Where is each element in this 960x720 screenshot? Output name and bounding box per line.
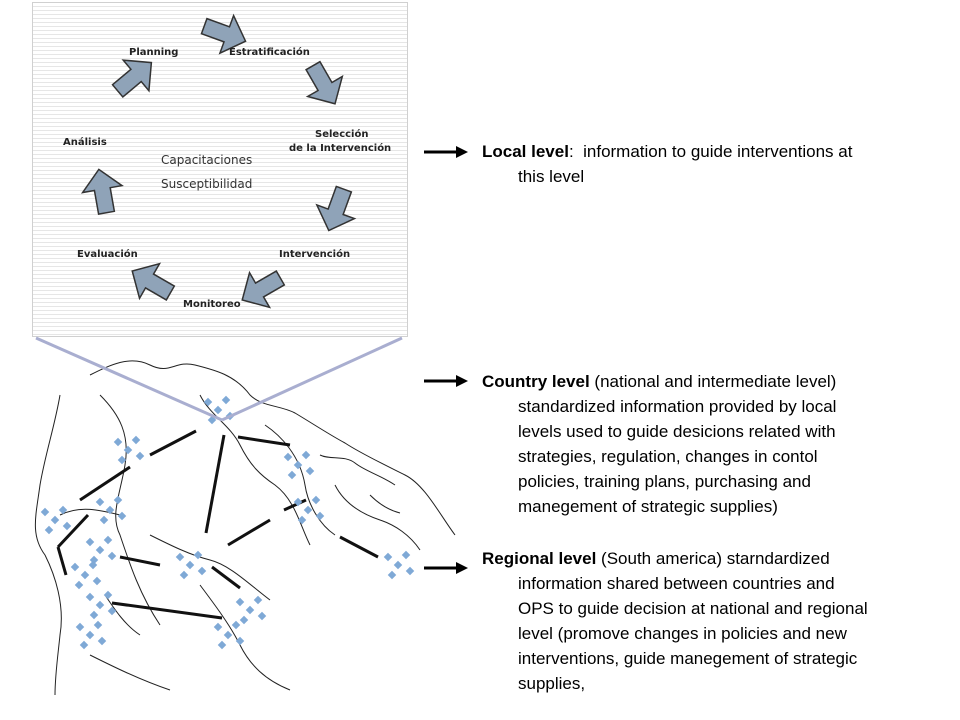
local-level-line2: this level (518, 167, 585, 186)
node-cluster-icon (235, 595, 267, 625)
label-seleccion-2: de la Intervención (289, 143, 392, 154)
cycle-arrow-icon (200, 13, 247, 55)
network-link (111, 601, 223, 620)
cycle-arrow-icon (315, 185, 357, 232)
country-level-line: standardized information provided by loc… (518, 397, 837, 416)
label-evaluacion: Evaluación (77, 249, 138, 260)
network-link (56, 513, 90, 549)
zoom-connector (35, 336, 403, 422)
node-cluster-icon (40, 505, 72, 535)
local-level-sep: : (568, 142, 584, 161)
arrow-local-icon (424, 146, 468, 158)
local-level-title: Local level (482, 142, 569, 161)
cycle-arrow-icon (241, 270, 286, 309)
country-level-title: Country level (482, 372, 590, 391)
node-cluster-icon (70, 560, 102, 590)
node-cluster-icon (75, 620, 107, 650)
network-link (56, 546, 68, 576)
node-cluster-icon (113, 435, 145, 465)
cycle-arrow-icon (131, 262, 176, 301)
regional-level-title: Regional level (482, 549, 597, 568)
node-cluster-icon (383, 550, 415, 580)
node-cluster-icon (293, 495, 325, 525)
local-level-text: Local level: information to guide interv… (482, 139, 957, 189)
node-cluster-icon (175, 550, 207, 580)
label-monitoreo: Monitoreo (183, 299, 241, 310)
cycle-arrow-icon (305, 60, 344, 105)
regional-level-line1: (South america) starndardized (596, 549, 830, 568)
network-link (204, 434, 226, 534)
network-link (211, 565, 241, 590)
regional-level-line: OPS to guide decision at national and re… (518, 599, 868, 618)
label-planning: Planning (129, 47, 179, 58)
local-level-line1: information to guide interventions at (583, 142, 853, 161)
network-link (339, 535, 379, 559)
center-susceptibilidad: Susceptibilidad (161, 177, 253, 191)
node-cluster-icon (203, 395, 235, 425)
network-link (149, 429, 197, 457)
node-cluster-icon (283, 450, 315, 480)
regional-level-line: supplies, (518, 674, 586, 693)
network-link (227, 518, 271, 547)
center-capacitaciones: Capacitaciones (161, 153, 253, 167)
network-nodes (40, 395, 415, 650)
label-estratificacion: Estratificación (229, 47, 310, 58)
network-link (283, 498, 307, 512)
country-level-line: policies, training plans, purchasing and (518, 472, 811, 491)
network-link (119, 555, 161, 567)
south-america-map (34, 360, 456, 695)
label-seleccion-1: Selección (315, 129, 369, 140)
cycle-arrows (80, 13, 357, 309)
node-cluster-icon (85, 535, 117, 565)
arrow-country-icon (424, 375, 468, 387)
label-analisis: Análisis (63, 137, 107, 148)
label-intervencion: Intervención (279, 249, 351, 260)
regional-level-line: information shared between countries and (518, 574, 835, 593)
country-level-line: strategies, regulation, changes in conto… (518, 447, 818, 466)
cycle-diagram: Planning Estratificación Selección de la… (32, 2, 408, 337)
network-link (237, 435, 291, 447)
arrow-regional-icon (424, 562, 468, 574)
network-links (56, 429, 379, 620)
country-level-line: levels used to guide desicions related w… (518, 422, 836, 441)
connector-left-line (35, 336, 223, 422)
cycle-arrow-icon (111, 59, 153, 99)
regional-level-line: level (promove changes in policies and n… (518, 624, 847, 643)
cycle-arrow-icon (80, 168, 124, 215)
node-cluster-icon (95, 495, 127, 525)
country-level-line1: (national and intermediate level) (589, 372, 837, 391)
connector-right-line (221, 336, 403, 422)
country-level-text: Country level (national and intermediate… (482, 369, 957, 519)
regional-level-text: Regional level (South america) starndard… (482, 546, 957, 696)
country-level-line: manegement of strategic supplies) (518, 497, 778, 516)
network-link (79, 465, 131, 502)
regional-level-line: interventions, guide manegement of strat… (518, 649, 858, 668)
